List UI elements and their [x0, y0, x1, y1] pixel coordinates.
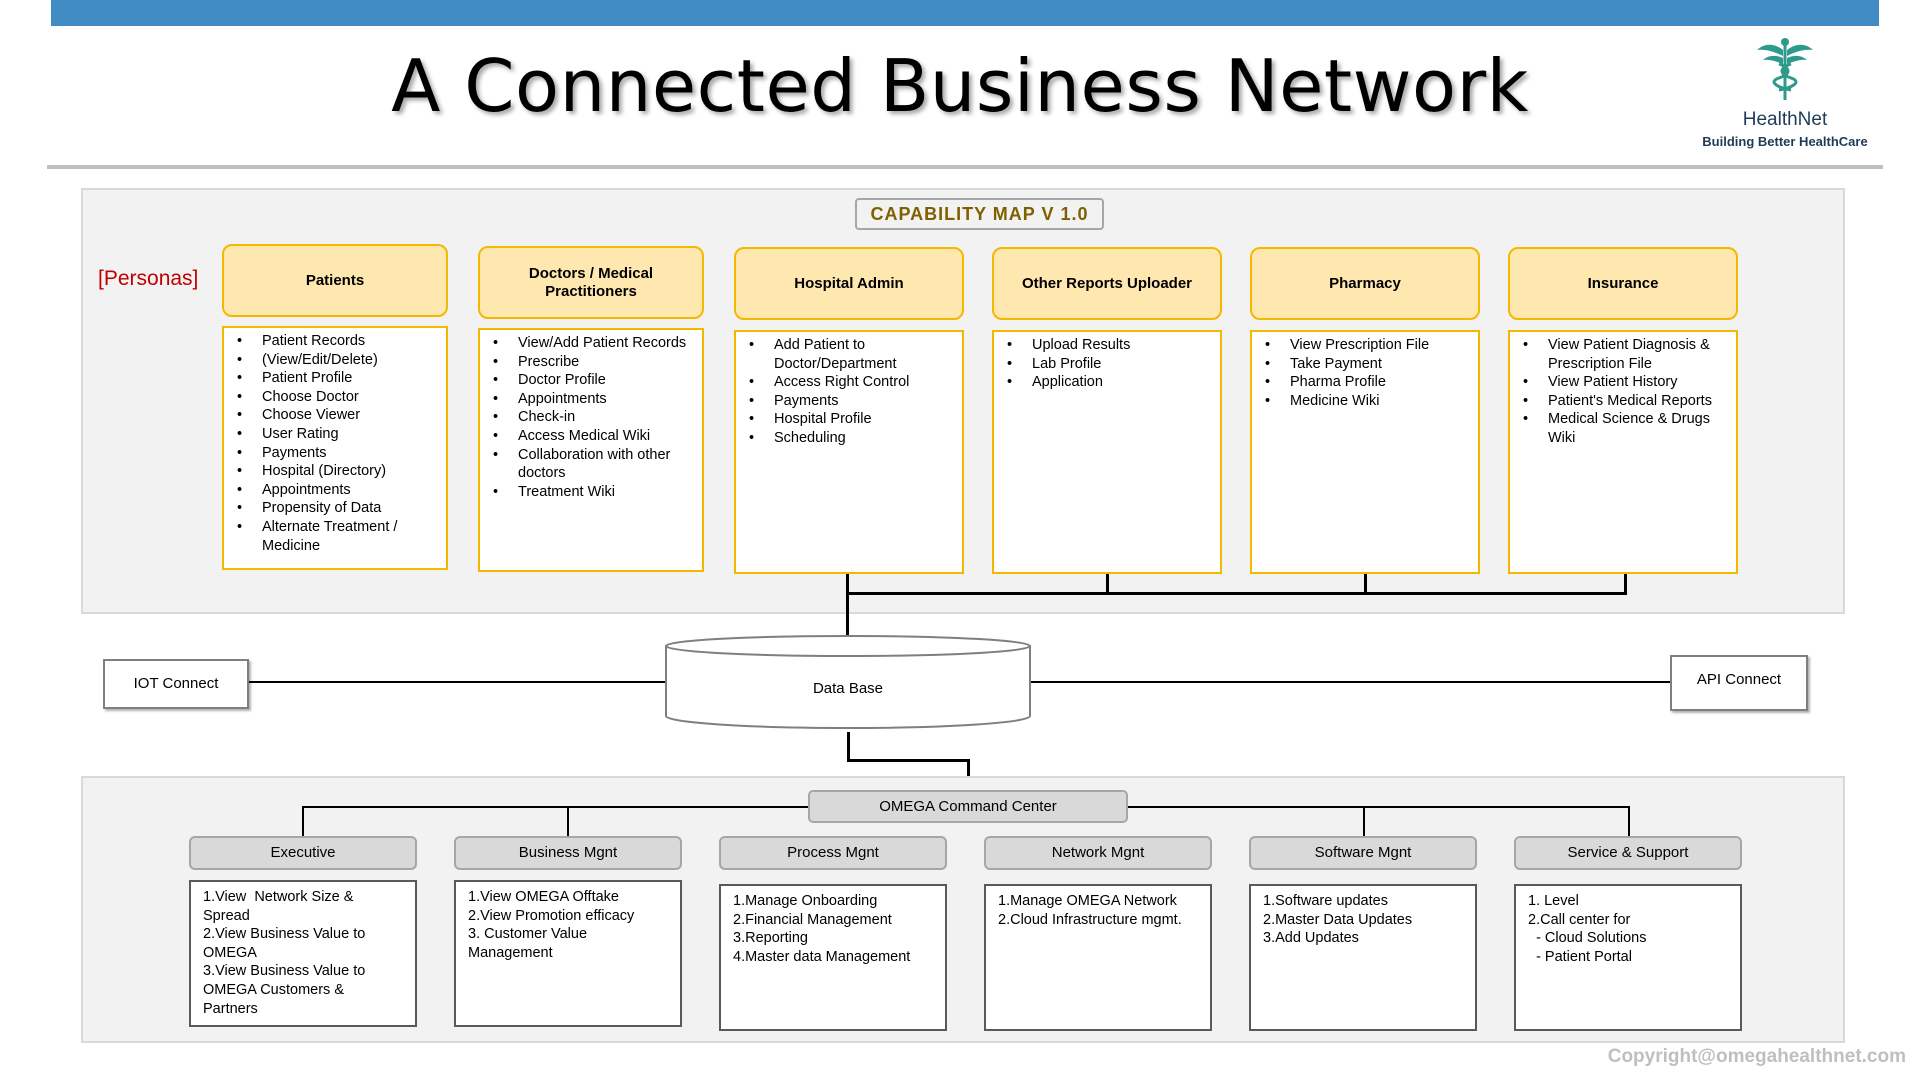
list-item: Lab Profile: [1007, 355, 1214, 374]
connector-line: [1624, 574, 1627, 594]
list-item: Access Right Control: [749, 373, 956, 392]
persona-reports-uploader-capabilities: Upload Results Lab Profile Application: [992, 330, 1222, 574]
persona-insurance-capabilities: View Patient Diagnosis & Prescription Fi…: [1508, 330, 1738, 574]
list-item: Prescribe: [493, 353, 696, 372]
connector-line: [847, 759, 970, 762]
list-item: Collaboration with other doctors: [493, 446, 696, 483]
connector-line: [302, 806, 304, 836]
page-title: A Connected Business Network: [391, 44, 1529, 128]
connector-line: [1364, 574, 1367, 594]
logo-name: HealthNet: [1742, 109, 1828, 130]
list-item: Upload Results: [1007, 336, 1214, 355]
list-item: Hospital Profile: [749, 410, 956, 429]
persona-hospital-admin-header: Hospital Admin: [734, 247, 964, 320]
connector-line: [567, 806, 569, 836]
list-item: Check-in: [493, 408, 696, 427]
list-item: Propensity of Data: [237, 499, 440, 518]
module-process-mgnt-details: 1.Manage Onboarding 2.Financial Manageme…: [719, 884, 947, 1031]
connector-line: [1030, 681, 1670, 683]
list-item: View/Add Patient Records: [493, 334, 696, 353]
list-item: Appointments: [493, 390, 696, 409]
persona-reports-uploader-header: Other Reports Uploader: [992, 247, 1222, 320]
persona-pharmacy-capabilities: View Prescription File Take Payment Phar…: [1250, 330, 1480, 574]
list-item: Choose Doctor: [237, 388, 440, 407]
connector-line: [1628, 806, 1630, 836]
module-process-mgnt-header: Process Mgnt: [719, 836, 947, 870]
list-item: View Patient History: [1523, 373, 1730, 392]
healthnet-logo: HealthNet Building Better HealthCare: [1690, 36, 1880, 154]
list-item: Patient's Medical Reports: [1523, 392, 1730, 411]
persona-insurance-header: Insurance: [1508, 247, 1738, 320]
module-network-mgnt-header: Network Mgnt: [984, 836, 1212, 870]
connector-line: [846, 592, 1627, 595]
module-network-mgnt-details: 1.Manage OMEGA Network 2.Cloud Infrastru…: [984, 884, 1212, 1031]
caduceus-icon: [1757, 38, 1813, 100]
iot-connect-box: IOT Connect: [103, 659, 249, 709]
list-item: (View/Edit/Delete): [237, 351, 440, 370]
list-item: View Prescription File: [1265, 336, 1472, 355]
connector-line: [1106, 574, 1109, 594]
top-accent-bar: [51, 0, 1879, 26]
list-item: Treatment Wiki: [493, 483, 696, 502]
list-item: Hospital (Directory): [237, 462, 440, 481]
connector-line: [1363, 806, 1365, 836]
list-item: Pharma Profile: [1265, 373, 1472, 392]
list-item: Payments: [749, 392, 956, 411]
module-service-support-details: 1. Level 2.Call center for - Cloud Solut…: [1514, 884, 1742, 1031]
capability-map-label: CAPABILITY MAP V 1.0: [855, 198, 1104, 230]
logo-tagline: Building Better HealthCare: [1702, 134, 1868, 149]
list-item: Doctor Profile: [493, 371, 696, 390]
list-item: Appointments: [237, 481, 440, 500]
list-item: User Rating: [237, 425, 440, 444]
module-service-support-header: Service & Support: [1514, 836, 1742, 870]
connector-line: [847, 732, 850, 761]
list-item: Choose Viewer: [237, 406, 440, 425]
database-label: Data Base: [812, 680, 884, 697]
module-software-mgnt-details: 1.Software updates 2.Master Data Updates…: [1249, 884, 1477, 1031]
copyright-text: Copyright@omegahealthnet.com: [1607, 1046, 1906, 1067]
persona-patients-header: Patients: [222, 244, 448, 317]
module-software-mgnt-header: Software Mgnt: [1249, 836, 1477, 870]
list-item: Payments: [237, 444, 440, 463]
list-item: Patient Profile: [237, 369, 440, 388]
module-business-mgnt-header: Business Mgnt: [454, 836, 682, 870]
persona-patients-capabilities: Patient Records (View/Edit/Delete) Patie…: [222, 326, 448, 570]
list-item: Alternate Treatment / Medicine: [237, 518, 440, 555]
connector-line: [846, 574, 849, 636]
persona-doctors-header: Doctors / Medical Practitioners: [478, 246, 704, 319]
module-business-mgnt-details: 1.View OMEGA Offtake 2.View Promotion ef…: [454, 880, 682, 1027]
personas-label: [Personas]: [98, 267, 199, 290]
list-item: Scheduling: [749, 429, 956, 448]
persona-doctors-capabilities: View/Add Patient Records Prescribe Docto…: [478, 328, 704, 572]
connector-line: [249, 681, 667, 683]
module-executive-header: Executive: [189, 836, 417, 870]
database-cylinder-icon: [665, 635, 1031, 729]
list-item: Add Patient to Doctor/Department: [749, 336, 956, 373]
omega-command-center-box: OMEGA Command Center: [808, 790, 1128, 823]
list-item: Medicine Wiki: [1265, 392, 1472, 411]
api-connect-box: API Connect: [1670, 655, 1808, 711]
list-item: Patient Records: [237, 332, 440, 351]
title-divider: [47, 165, 1883, 169]
list-item: Application: [1007, 373, 1214, 392]
persona-pharmacy-header: Pharmacy: [1250, 247, 1480, 320]
list-item: Take Payment: [1265, 355, 1472, 374]
list-item: Medical Science & Drugs Wiki: [1523, 410, 1730, 447]
connector-line: [967, 759, 970, 791]
list-item: View Patient Diagnosis & Prescription Fi…: [1523, 336, 1730, 373]
list-item: Access Medical Wiki: [493, 427, 696, 446]
persona-hospital-admin-capabilities: Add Patient to Doctor/Department Access …: [734, 330, 964, 574]
module-executive-details: 1.View Network Size & Spread 2.View Busi…: [189, 880, 417, 1027]
